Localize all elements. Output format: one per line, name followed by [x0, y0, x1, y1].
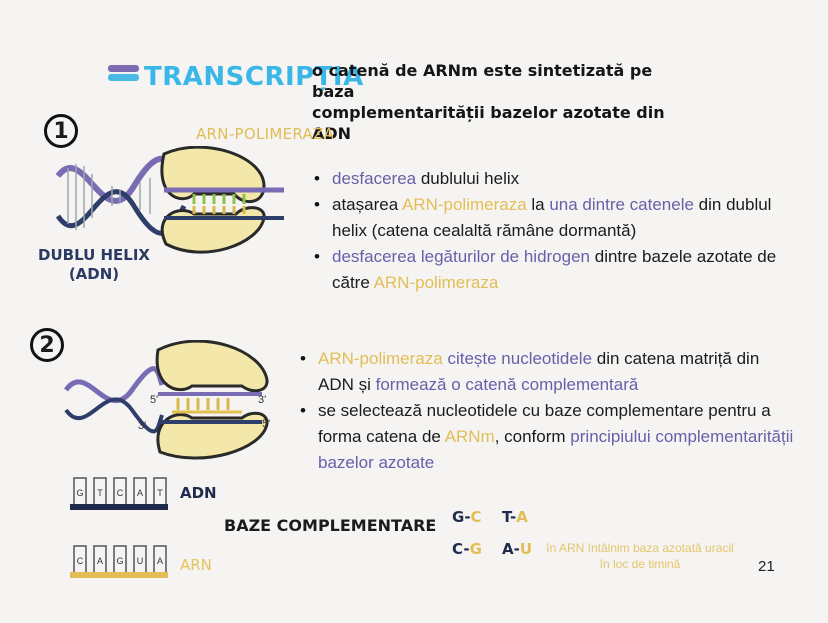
rna-base: U	[137, 556, 144, 566]
text: atașarea	[332, 195, 402, 214]
list-item: se selectează nucleotidele cu baze compl…	[296, 398, 796, 476]
rna-base: A	[97, 556, 103, 566]
dna-base: T	[97, 488, 103, 498]
base-pair: T-A	[502, 508, 528, 526]
helix-label-line-1: DUBLU HELIX	[38, 246, 150, 264]
text: din catena matriță din ADN și	[318, 349, 760, 394]
keyword: ARN-polimeraza	[401, 195, 527, 214]
uracil-note: în ARN întâlnim baza azotată uracil în l…	[546, 541, 734, 571]
base-left: A	[502, 540, 514, 558]
text: , conform	[494, 427, 571, 446]
dna-base: T	[157, 488, 163, 498]
transcription-diagram-1	[55, 146, 284, 254]
rna-strand-diagram: C A G U A	[70, 545, 168, 578]
text: la	[526, 195, 550, 214]
list-item: desfacerea dublului helix	[310, 166, 780, 192]
subtitle-line-2: complementarității bazelor azotate din A…	[312, 103, 665, 143]
rna-base: A	[157, 556, 163, 566]
keyword: ARN-polimeraza	[373, 273, 499, 292]
list-item: atașarea ARN-polimeraza la una dintre ca…	[310, 192, 780, 244]
keyword: una dintre catenele	[549, 195, 694, 214]
prime-3-top: 3'	[258, 394, 267, 406]
base-right: G	[469, 540, 482, 558]
text: dublului helix	[416, 169, 520, 188]
text: din dublul helix (catena cealaltă rămâne…	[332, 195, 772, 240]
complementary-bases-title: BAZE COMPLEMENTARE	[224, 516, 437, 535]
list-item: desfacerea legăturilor de hidrogen dintr…	[310, 244, 780, 296]
base-left: C	[452, 540, 464, 558]
keyword: ARN-polimeraza	[318, 349, 443, 368]
keyword: citește nucleotidele	[447, 349, 593, 368]
base-left: G	[452, 508, 465, 526]
base-left: T	[502, 508, 511, 526]
helix-label-line-2: (ADN)	[68, 265, 120, 283]
page-number: 21	[758, 558, 775, 575]
keyword: ARNm	[444, 427, 495, 446]
dna-label: ADN	[180, 484, 217, 502]
rna-base: C	[77, 556, 84, 566]
list-item: ARN-polimeraza citește nucleotidele din …	[296, 346, 796, 398]
step-2-number: 2	[30, 328, 64, 362]
helix-label: DUBLU HELIX (ADN)	[38, 246, 150, 284]
text: dintre bazele azotate de către	[332, 247, 777, 292]
base-pair: C-G	[452, 540, 482, 558]
dna-base: C	[117, 488, 124, 498]
page-title: TRANSCRIPȚIA	[144, 62, 364, 92]
prime-5-top: 5'	[150, 394, 159, 406]
rna-label: ARN	[180, 556, 212, 574]
step-1-number: 1	[44, 114, 78, 148]
transcription-diagram-2	[63, 340, 269, 460]
step-1-bullets: desfacerea dublului helix atașarea ARN-p…	[310, 166, 780, 296]
subtitle: o catenă de ARNm este sintetizată pe baz…	[312, 60, 692, 144]
text: se selectează nucleotidele cu baze compl…	[318, 401, 771, 446]
keyword: desfacerea legăturilor de hidrogen	[332, 247, 591, 266]
keyword: principiului complementarității bazelor …	[318, 427, 794, 472]
step-2-bullets: ARN-polimeraza citește nucleotidele din …	[296, 346, 796, 476]
rna-base: G	[116, 556, 123, 566]
base-right: C	[470, 508, 482, 526]
keyword: desfacerea	[332, 169, 417, 188]
prime-5-bottom: 5'	[262, 418, 271, 430]
base-right: A	[516, 508, 528, 526]
title-marker-icon	[108, 65, 139, 81]
keyword: formează o catenă complementară	[375, 375, 639, 394]
dna-strand-diagram: G T C A T	[70, 477, 168, 510]
subtitle-line-1: o catenă de ARNm este sintetizată pe baz…	[312, 61, 653, 101]
base-right: U	[519, 540, 533, 558]
prime-3-bottom: 3'	[138, 420, 147, 432]
dna-base: A	[137, 488, 143, 498]
base-pair: G-C	[452, 508, 482, 526]
base-pair: A-U	[502, 540, 533, 558]
dna-base: G	[76, 488, 83, 498]
enzyme-label: ARN-POLIMERAZA	[196, 125, 335, 143]
